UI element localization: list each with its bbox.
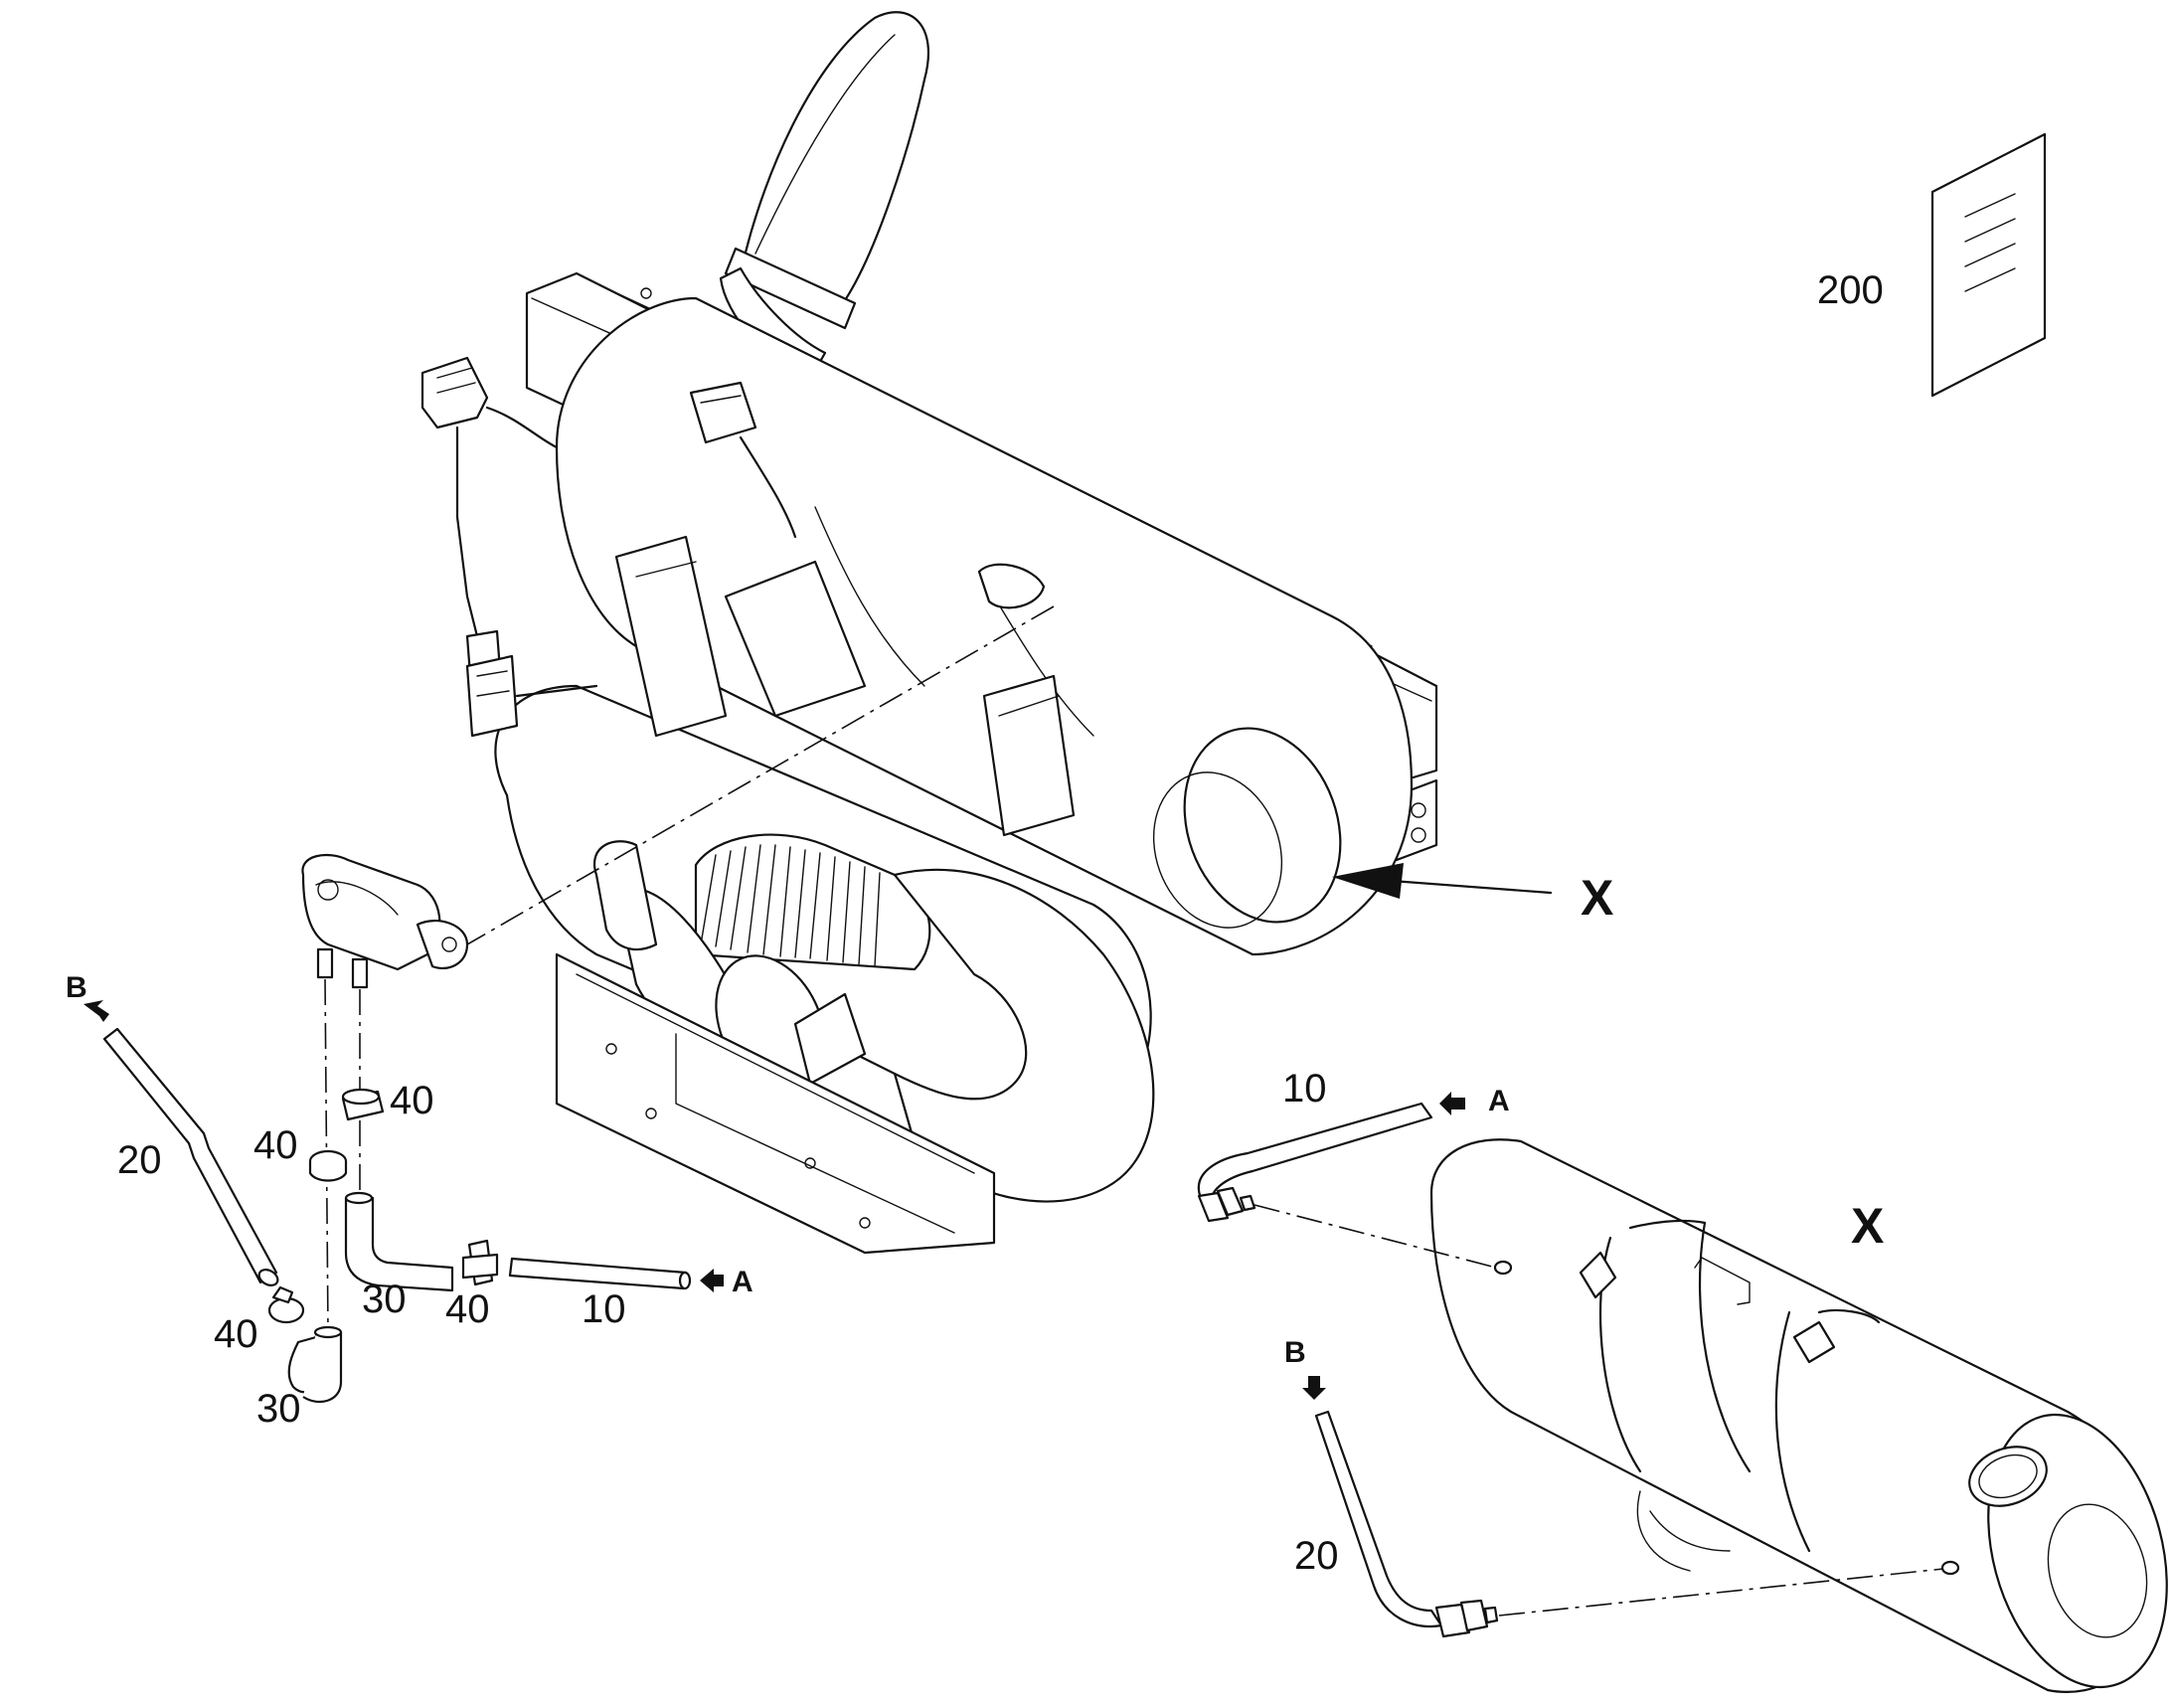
document-icon — [1930, 132, 2047, 398]
label-left-40-upper: 40 — [390, 1079, 434, 1122]
hose-clamp-mid — [308, 1149, 348, 1182]
view-x-arrow — [1332, 863, 1553, 899]
nox-sensor-module-upper — [420, 356, 559, 703]
hose-b-right — [1302, 1376, 1499, 1638]
label-left-a: A — [732, 1266, 753, 1298]
elbow-hose-upper — [344, 1191, 454, 1292]
leader-line-right-b — [1498, 1568, 1944, 1617]
label-left-10: 10 — [582, 1287, 626, 1331]
hose-clamp-upper — [341, 1088, 385, 1121]
pressure-sensor — [301, 853, 469, 989]
label-left-30-upper: 30 — [362, 1278, 407, 1321]
view-x-title-label: X — [1851, 1198, 1884, 1254]
label-left-b: B — [66, 971, 87, 1004]
label-right-a: A — [1488, 1085, 1510, 1117]
label-left-30-lower: 30 — [256, 1387, 301, 1431]
label-right-20: 20 — [1294, 1534, 1339, 1578]
nox-sensor-module-lower — [465, 654, 598, 738]
label-left-40-lower: 40 — [214, 1312, 258, 1356]
hose-a-right — [1197, 1092, 1465, 1223]
hose-a-left — [508, 1257, 724, 1292]
bellows-corrugations — [700, 844, 881, 967]
view-x-pointer-label: X — [1581, 870, 1613, 926]
hose-b-left — [84, 1000, 279, 1286]
label-right-b: B — [1284, 1336, 1306, 1369]
label-left-40-a: 40 — [445, 1287, 490, 1331]
exhaust-aftertreatment-assembly — [420, 11, 1438, 1255]
nox-sensor-module-mid — [689, 381, 797, 539]
leader-line-sensor — [466, 605, 1055, 945]
label-left-20: 20 — [117, 1138, 162, 1182]
elbow-hose-lower — [287, 1325, 343, 1404]
leader-line-right-a — [1254, 1204, 1497, 1269]
hose-clamp-a — [461, 1239, 499, 1286]
view-x-canister — [1429, 1138, 2168, 1693]
label-left-40-mid: 40 — [253, 1123, 298, 1167]
label-right-10: 10 — [1282, 1067, 1327, 1110]
label-200: 200 — [1817, 268, 1884, 312]
hose-clamp-lower — [267, 1285, 305, 1324]
